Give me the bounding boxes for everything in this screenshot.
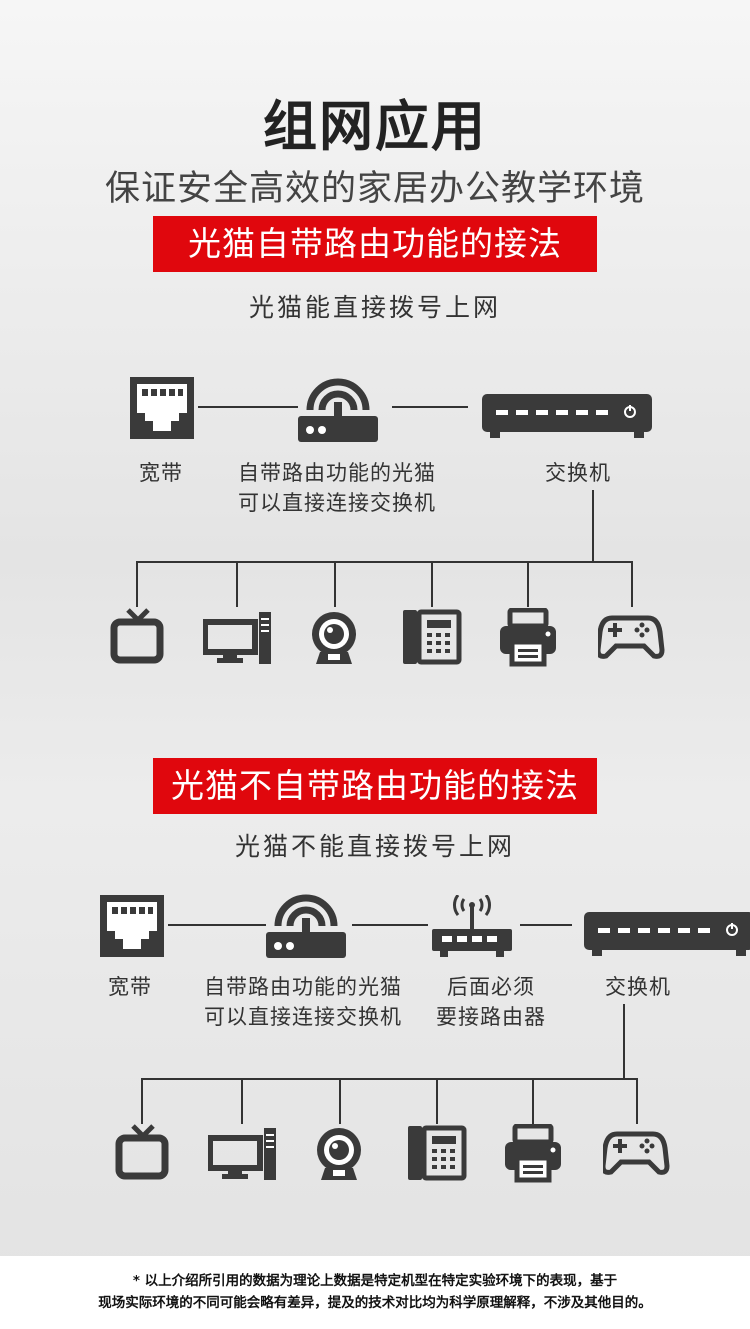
drop-line	[136, 561, 138, 607]
bus-line	[136, 561, 633, 563]
desktop-computer-icon	[208, 1124, 280, 1184]
gamepad-icon	[603, 1124, 671, 1184]
section2-note: 光猫不能直接拨号上网	[234, 832, 515, 861]
bus-line	[141, 1078, 638, 1080]
drop-line	[339, 1078, 341, 1124]
gamepad-icon	[598, 608, 666, 668]
connector-line	[592, 490, 594, 562]
connector-line	[392, 406, 468, 408]
drop-line	[241, 1078, 243, 1124]
label-router-line1: 后面必须	[447, 975, 535, 999]
connector-line	[198, 406, 298, 408]
webcam-icon	[317, 1128, 361, 1180]
section2-banner: 光猫不自带路由功能的接法	[153, 758, 597, 814]
label-router-line2: 要接路由器	[436, 1005, 546, 1029]
connector-line	[352, 924, 428, 926]
label-broadband: 宽带	[108, 975, 152, 999]
telephone-icon	[401, 608, 463, 668]
switch-icon	[481, 393, 653, 439]
webcam-icon	[312, 612, 356, 664]
drop-line	[236, 561, 238, 607]
drop-line	[631, 561, 633, 607]
modem-icon	[296, 372, 380, 446]
desktop-computer-icon	[203, 608, 275, 668]
telephone-icon	[406, 1124, 468, 1184]
ethernet-port-icon	[130, 377, 194, 439]
tv-icon	[115, 1124, 171, 1184]
drop-line	[527, 561, 529, 607]
drop-line	[431, 561, 433, 607]
section1-note: 光猫能直接拨号上网	[248, 293, 501, 322]
drop-line	[334, 561, 336, 607]
connector-line	[520, 924, 572, 926]
page-title: 组网应用	[263, 95, 487, 158]
router-icon	[430, 895, 514, 959]
drop-line	[141, 1078, 143, 1124]
tv-icon	[110, 608, 166, 668]
printer-icon	[503, 1124, 565, 1184]
section1-banner: 光猫自带路由功能的接法	[153, 216, 597, 272]
connector-line	[168, 924, 266, 926]
switch-icon	[583, 911, 750, 957]
printer-icon	[498, 608, 560, 668]
label-modem-line1: 自带路由功能的光猫	[204, 975, 402, 999]
label-modem-line2: 可以直接连接交换机	[238, 491, 436, 515]
modem-icon	[264, 888, 348, 962]
disclaimer-footer: * 以上介绍所引用的数据为理论上数据是特定机型在特定实验环境下的表现，基于 现场…	[0, 1256, 750, 1329]
drop-line	[532, 1078, 534, 1124]
drop-line	[436, 1078, 438, 1124]
label-switch: 交换机	[545, 461, 611, 485]
label-modem-line2: 可以直接连接交换机	[204, 1005, 402, 1029]
page-subtitle: 保证安全高效的家居办公教学环境	[104, 169, 645, 209]
disclaimer-line2: 现场实际环境的不同可能会略有差异，提及的技术对比均为科学原理解释，不涉及其他目的…	[98, 1295, 652, 1311]
ethernet-port-icon	[100, 895, 164, 957]
label-broadband: 宽带	[139, 461, 183, 485]
label-modem-line1: 自带路由功能的光猫	[238, 461, 436, 485]
disclaimer-line1: * 以上介绍所引用的数据为理论上数据是特定机型在特定实验环境下的表现，基于	[132, 1273, 618, 1289]
drop-line	[636, 1078, 638, 1124]
connector-line	[623, 1004, 625, 1079]
label-switch: 交换机	[605, 975, 671, 999]
